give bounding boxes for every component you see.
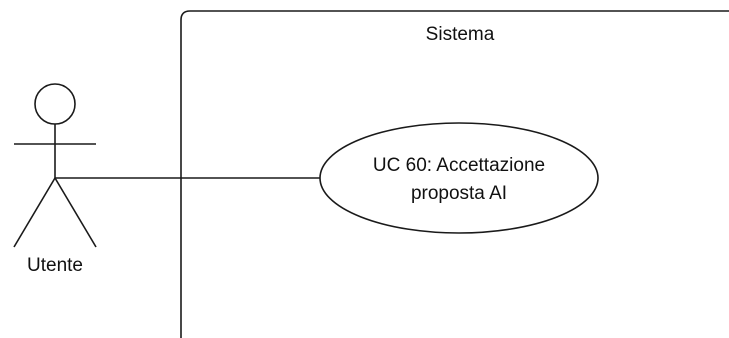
- use-case-uc60[interactable]: UC 60: Accettazione proposta AI: [319, 122, 599, 234]
- use-case-label-line1: UC 60: Accettazione: [373, 155, 545, 176]
- actor-right-leg: [54, 177, 97, 248]
- actor-left-leg: [13, 177, 56, 248]
- use-case-label-line2: proposta AI: [411, 183, 507, 204]
- actor-head: [34, 83, 76, 125]
- system-title: Sistema: [426, 24, 495, 45]
- system-boundary: [180, 10, 729, 338]
- actor-label: Utente: [27, 255, 83, 276]
- actor-utente[interactable]: Utente: [13, 83, 97, 276]
- use-case-ellipse: [319, 122, 599, 234]
